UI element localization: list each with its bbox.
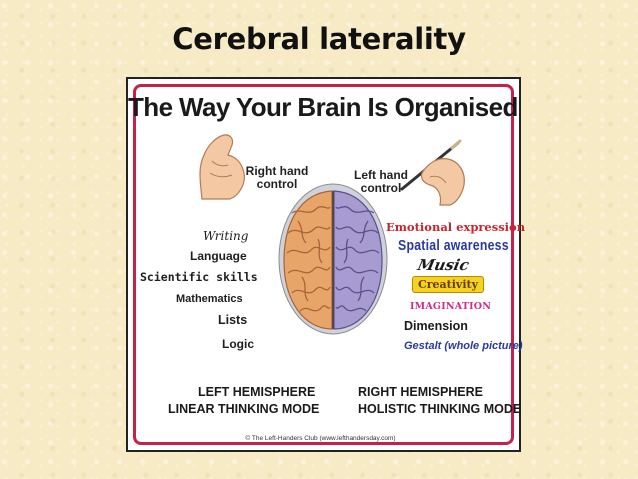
left-hemisphere-title: LEFT HEMISPHERE bbox=[198, 385, 316, 399]
trait-emotional-expression: Emotional expression bbox=[386, 220, 526, 234]
right-hand-control-label: Right hand control bbox=[244, 165, 310, 191]
right-hemisphere-mode: HOLISTIC THINKING MODE bbox=[358, 402, 522, 416]
trait-mathematics: Mathematics bbox=[176, 293, 243, 305]
trait-gestalt: Gestalt (whole picture) bbox=[404, 340, 523, 352]
graphic-border bbox=[133, 84, 514, 445]
trait-spatial-awareness: Spatial awareness bbox=[398, 237, 533, 254]
copyright-notice: © The Left-Handers Club (www.lefthanders… bbox=[245, 435, 396, 442]
right-hand-control-line-2: control bbox=[256, 177, 298, 191]
trait-scientific-skills: Scientific skills bbox=[140, 270, 258, 284]
right-hand-control-line-1: Right hand bbox=[245, 164, 309, 178]
trait-creativity: Creativity bbox=[412, 276, 484, 293]
left-hand-control-label: Left hand control bbox=[350, 169, 412, 195]
trait-dimension: Dimension bbox=[404, 319, 468, 333]
left-hand-control-line-2: control bbox=[360, 181, 402, 195]
trait-language: Language bbox=[190, 249, 247, 263]
right-hand-icon bbox=[199, 134, 245, 200]
brain-organisation-graphic: The Way Your Brain Is Organised Right ha… bbox=[126, 77, 525, 452]
trait-imagination: IMAGINATION bbox=[410, 301, 492, 312]
trait-music: Music bbox=[416, 256, 471, 274]
slide-title: Cerebral laterality bbox=[172, 22, 466, 56]
right-hemisphere-title: RIGHT HEMISPHERE bbox=[358, 385, 484, 399]
brain-icon bbox=[278, 183, 388, 335]
trait-spatial-awareness-text: Spatial awareness bbox=[398, 237, 509, 254]
left-hemisphere-mode: LINEAR THINKING MODE bbox=[168, 402, 320, 416]
right-hemisphere-label: RIGHT HEMISPHERE HOLISTIC THINKING MODE bbox=[358, 384, 521, 418]
trait-logic: Logic bbox=[222, 337, 254, 351]
left-hand-with-pen-icon bbox=[400, 139, 465, 206]
left-hand-control-line-1: Left hand bbox=[354, 168, 408, 182]
left-hemisphere-label: LEFT HEMISPHERE LINEAR THINKING MODE bbox=[168, 384, 319, 418]
trait-lists: Lists bbox=[218, 313, 248, 327]
graphic-heading: The Way Your Brain Is Organised bbox=[128, 92, 518, 122]
trait-writing: Writing bbox=[203, 229, 249, 243]
